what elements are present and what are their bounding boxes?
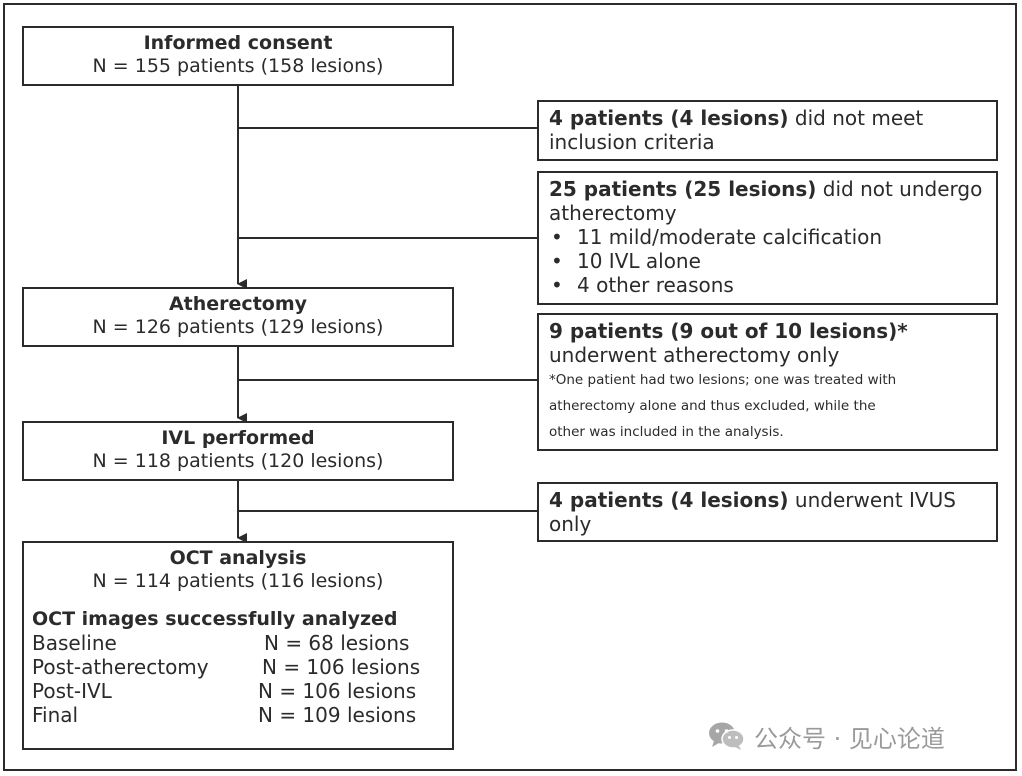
ivus-only-text: underwent IVUS <box>788 488 956 512</box>
oct-row-value: N = 109 lesions <box>258 703 417 727</box>
oct-sub-title: OCT images successfully analyzed <box>32 608 398 630</box>
oct-row-post-atherectomy: Post-atherectomy N = 106 lesions <box>24 655 452 679</box>
ivl-title: IVL performed <box>161 427 315 449</box>
reason-item: 4 other reasons <box>549 273 986 297</box>
oct-row-label: Baseline <box>32 631 117 655</box>
atherectomy-only-note-1: *One patient had two lesions; one was tr… <box>549 372 897 388</box>
oct-row-baseline: Baseline N = 68 lesions <box>24 631 452 655</box>
exclusion-inclusion-count: 4 patients (4 lesions) <box>549 106 789 130</box>
oct-title: OCT analysis <box>169 547 307 569</box>
oct-row-value: N = 106 lesions <box>262 655 421 679</box>
atherectomy-title: Atherectomy <box>168 293 308 315</box>
exclusion-inclusion-box: 4 patients (4 lesions) did not meet incl… <box>537 100 998 161</box>
atherectomy-only-note-3: other was included in the analysis. <box>549 424 784 440</box>
exclusion-inclusion-text: did not meet <box>788 106 924 130</box>
oct-row-label: Post-atherectomy <box>32 655 209 679</box>
oct-count: N = 114 patients (116 lesions) <box>92 570 384 592</box>
watermark: 公众号 · 见心论道 <box>708 718 945 754</box>
oct-row-value: N = 68 lesions <box>264 631 410 655</box>
exclusion-inclusion-text-2: inclusion criteria <box>549 130 715 154</box>
ivl-box: IVL performed N = 118 patients (120 lesi… <box>22 421 454 481</box>
oct-row-post-ivl: Post-IVL N = 106 lesions <box>24 679 452 703</box>
oct-row-final: Final N = 109 lesions <box>24 703 452 727</box>
watermark-text: 公众号 · 见心论道 <box>754 724 945 753</box>
ivus-only-text-2: only <box>549 512 592 536</box>
no-atherectomy-text-2: atherectomy <box>549 201 677 225</box>
reason-item: 10 IVL alone <box>549 249 986 273</box>
reason-item: 11 mild/moderate calcification <box>549 225 986 249</box>
no-atherectomy-reasons: 11 mild/moderate calcification 10 IVL al… <box>549 225 986 297</box>
atherectomy-only-text: underwent atherectomy only <box>549 343 840 367</box>
no-atherectomy-text: did not undergo <box>816 177 983 201</box>
atherectomy-box: Atherectomy N = 126 patients (129 lesion… <box>22 287 454 347</box>
oct-box: OCT analysis N = 114 patients (116 lesio… <box>22 541 454 750</box>
exclusion-ivus-only-box: 4 patients (4 lesions) underwent IVUS on… <box>537 482 998 542</box>
atherectomy-only-note-2: atherectomy alone and thus excluded, whi… <box>549 398 876 414</box>
exclusion-atherectomy-only-box: 9 patients (9 out of 10 lesions)* underw… <box>537 313 998 451</box>
no-atherectomy-count: 25 patients (25 lesions) <box>549 177 817 201</box>
exclusion-no-atherectomy-box: 25 patients (25 lesions) did not undergo… <box>537 171 998 305</box>
oct-row-label: Post-IVL <box>32 679 112 703</box>
oct-row-label: Final <box>32 703 79 727</box>
consent-count: N = 155 patients (158 lesions) <box>92 55 384 77</box>
atherectomy-only-count: 9 patients (9 out of 10 lesions)* <box>549 319 908 343</box>
wechat-icon <box>708 721 746 751</box>
consent-box: Informed consent N = 155 patients (158 l… <box>22 26 454 86</box>
atherectomy-count: N = 126 patients (129 lesions) <box>92 316 384 338</box>
ivl-count: N = 118 patients (120 lesions) <box>92 450 384 472</box>
ivus-only-count: 4 patients (4 lesions) <box>549 488 789 512</box>
consent-title: Informed consent <box>143 32 333 54</box>
figure-frame <box>3 3 1017 771</box>
oct-row-value: N = 106 lesions <box>258 679 417 703</box>
